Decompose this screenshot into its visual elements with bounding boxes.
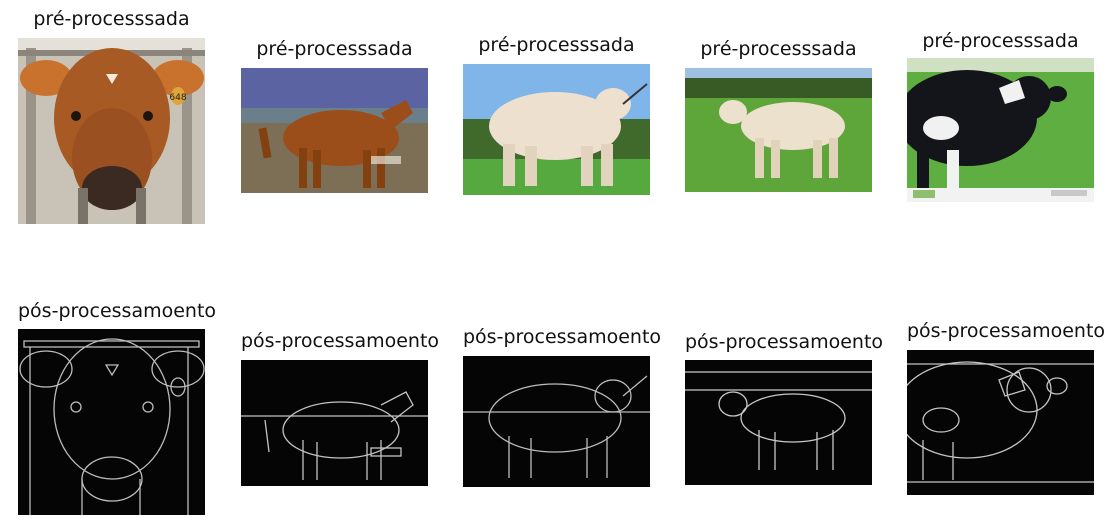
panel-title: pré-processsada bbox=[700, 38, 857, 60]
jersey-cow-face-photo: 648 bbox=[18, 38, 205, 224]
jersey-cow-face-edges bbox=[18, 329, 205, 515]
panel-title: pré-processsada bbox=[922, 30, 1079, 52]
panel-post-1: pós-processamoento bbox=[18, 300, 217, 515]
white-bull-side-edges bbox=[463, 356, 650, 487]
panel-title: pós-processamoento bbox=[685, 331, 884, 353]
panel-post-5: pós-processamoento bbox=[907, 320, 1106, 495]
panel-title: pré-processsada bbox=[33, 8, 190, 30]
panel-pre-5: pré-processsada bbox=[907, 30, 1094, 202]
panel-title: pós-processamoento bbox=[241, 330, 440, 352]
panel-pre-2: pré-processsada bbox=[241, 38, 428, 194]
panel-pre-4: pré-processsada bbox=[685, 38, 872, 193]
panel-post-3: pós-processamoento bbox=[463, 326, 662, 488]
white-bull-side-photo bbox=[463, 64, 650, 195]
panel-post-4: pós-processamoento bbox=[685, 331, 884, 485]
panel-post-2: pós-processamoento bbox=[241, 330, 440, 487]
black-white-cow-photo bbox=[907, 58, 1094, 202]
panel-title: pós-processamoento bbox=[907, 320, 1106, 342]
panel-title: pós-processamoento bbox=[463, 326, 662, 348]
brown-cow-side-edges bbox=[241, 360, 428, 486]
white-cow-pasture-edges bbox=[685, 360, 872, 485]
panel-pre-1: pré-processsada 648 bbox=[18, 8, 205, 224]
brown-cow-side-photo bbox=[241, 68, 428, 193]
white-cow-pasture-photo bbox=[685, 68, 872, 192]
panel-title: pré-processsada bbox=[256, 38, 413, 60]
panel-title: pós-processamoento bbox=[18, 300, 217, 322]
ear-tag: 648 bbox=[169, 93, 186, 103]
panel-title: pré-processsada bbox=[478, 34, 635, 56]
black-white-cow-edges bbox=[907, 350, 1094, 495]
panel-pre-3: pré-processsada bbox=[463, 34, 650, 196]
